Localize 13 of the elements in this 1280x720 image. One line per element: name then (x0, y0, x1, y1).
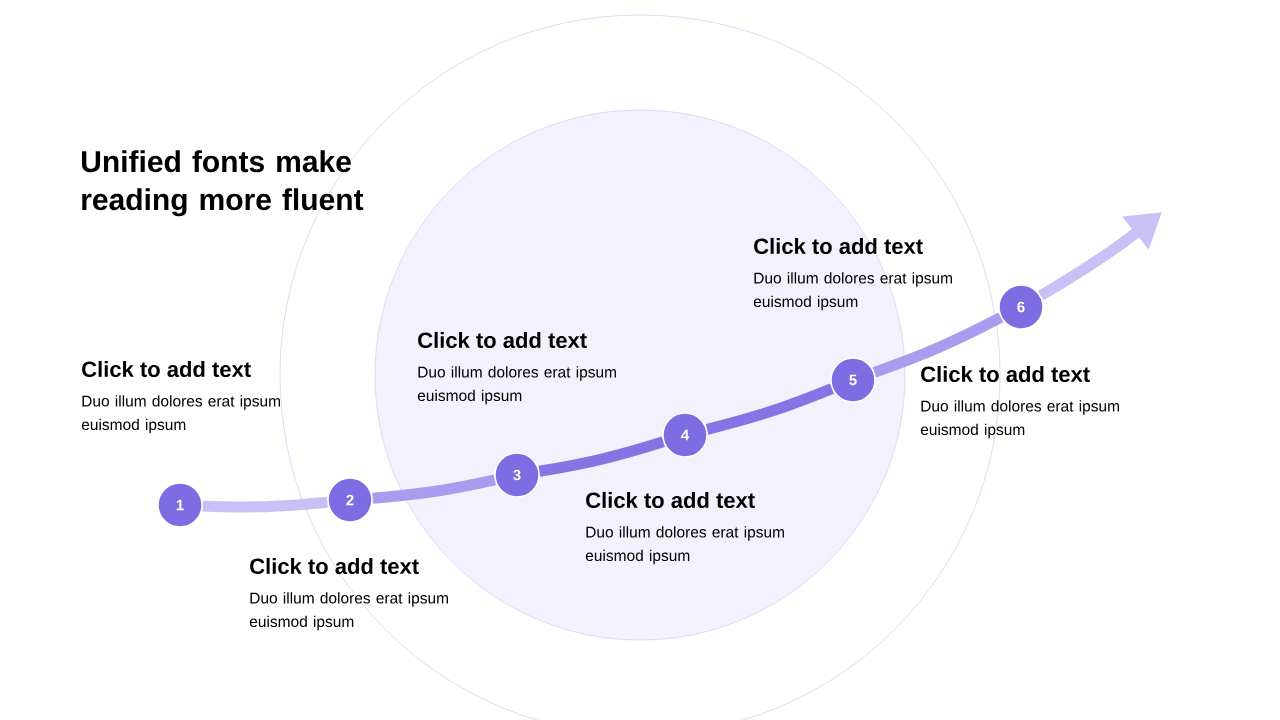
heading-text: Click to add text (754, 237, 923, 255)
body-text: Duo illum dolores erat ipsum euismod ipsum (249, 592, 448, 631)
heading-text: Click to add text (418, 331, 587, 349)
body-text: Duo illum dolores erat ipsum euismod ipsum (753, 272, 952, 311)
title: Unified fonts make reading more fluent (82, 150, 364, 217)
body-text: Duo illum dolores erat ipsum euismod ipsum (417, 366, 616, 405)
heading-text: Click to add text (586, 491, 755, 509)
heading-text: Click to add text (82, 360, 251, 378)
heading-text: Click to add text (921, 365, 1090, 383)
heading-text: Click to add text (250, 557, 419, 575)
body-text: Duo illum dolores erat ipsum euismod ipsum (81, 395, 280, 434)
body-text: Duo illum dolores erat ipsum euismod ipsum (585, 526, 784, 565)
body-text: Duo illum dolores erat ipsum euismod ipsum (920, 400, 1119, 439)
